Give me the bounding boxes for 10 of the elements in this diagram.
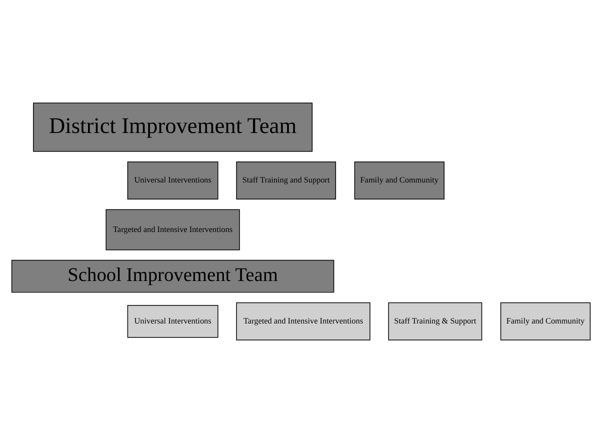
node-box: Staff Training & Support: [388, 302, 482, 340]
node-box: Universal Interventions: [127, 162, 218, 200]
node-box: Targeted and Intensive Interventions: [236, 302, 370, 340]
node-box: School Improvement Team: [11, 260, 334, 293]
node-box: Targeted and Intensive Interventions: [106, 209, 240, 250]
node-box: District Improvement Team: [33, 102, 313, 152]
node-box: Universal Interventions: [127, 304, 218, 338]
node-box: Family and Community: [500, 302, 591, 340]
node-box: Staff Training and Support: [236, 162, 336, 200]
node-box: Family and Community: [354, 162, 444, 200]
